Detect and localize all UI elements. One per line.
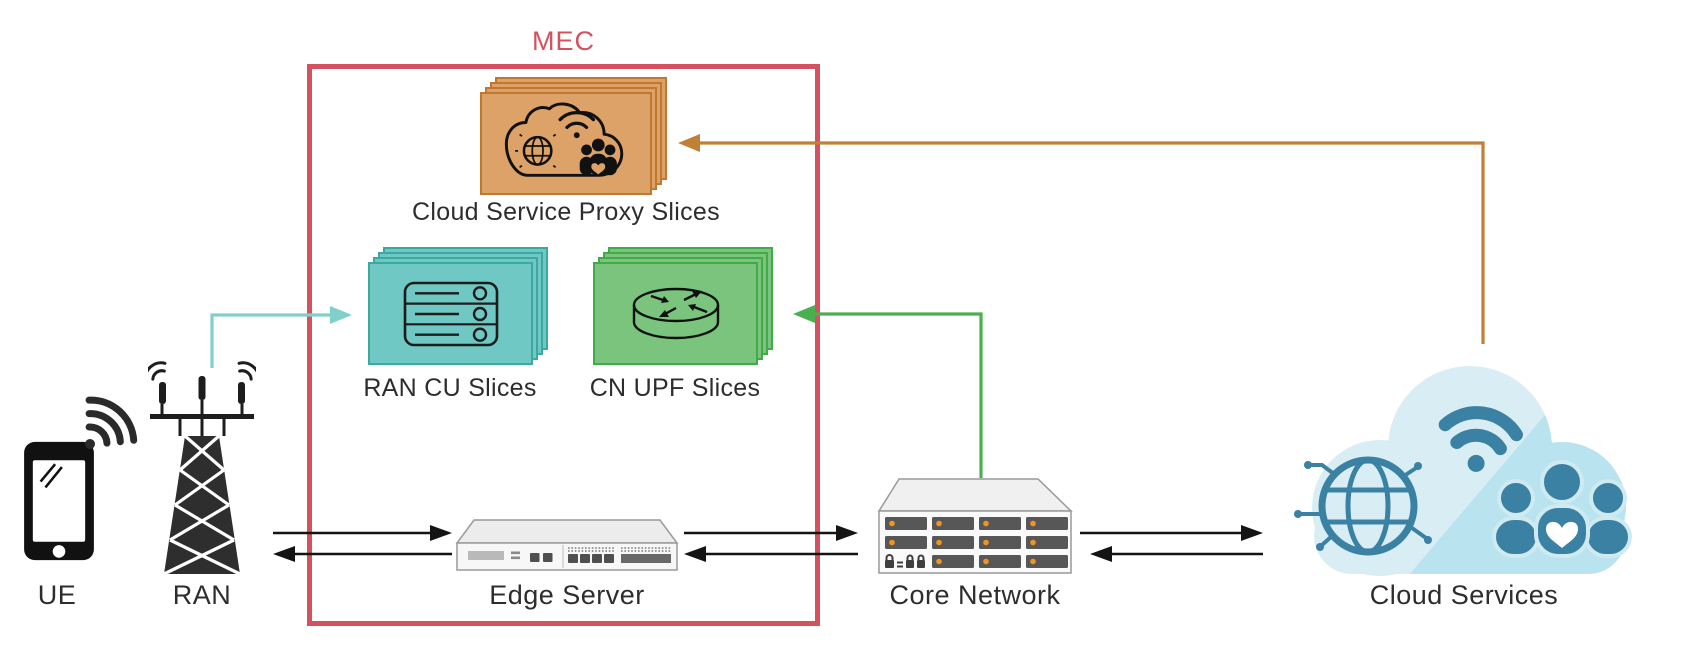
smartphone-wifi-icon	[20, 438, 98, 564]
cn-upf-slices-stack	[593, 247, 773, 365]
stack-front-card	[368, 262, 533, 365]
core-network-label: Core Network	[889, 580, 1061, 610]
stack-front-card	[593, 262, 758, 365]
ue-wifi-signal-icon	[76, 386, 152, 458]
cloud-proxy-icon	[482, 94, 650, 193]
cn-upf-slices-label: CN UPF Slices	[589, 374, 761, 402]
ran-label: RAN	[172, 580, 232, 610]
arrow-core-network-to-cn-upf-slices	[793, 305, 983, 478]
cloud-service-proxy-slices-stack	[480, 77, 667, 195]
ran-cu-slices-stack	[368, 247, 548, 365]
edge-server-label: Edge Server	[489, 580, 645, 610]
ran-cu-slices-label: RAN CU Slices	[363, 374, 537, 402]
stack-front-card	[480, 92, 652, 195]
edge-server-appliance-icon	[455, 518, 680, 572]
server-rack-icon	[875, 476, 1075, 576]
cloud-services-label: Cloud Services	[1369, 580, 1559, 610]
cloud-service-proxy-slices-label: Cloud Service Proxy Slices	[412, 198, 720, 226]
cloud-globe-wifi-people-icon	[1280, 348, 1650, 576]
lock-icons	[885, 554, 925, 568]
ue-label: UE	[37, 580, 77, 610]
cell-tower-icon	[148, 350, 256, 578]
arrow-core-network-to-cloud-services	[1080, 525, 1263, 562]
server-unit-icon	[370, 264, 531, 363]
mec-label: MEC	[532, 26, 595, 56]
router-icon	[595, 264, 756, 363]
